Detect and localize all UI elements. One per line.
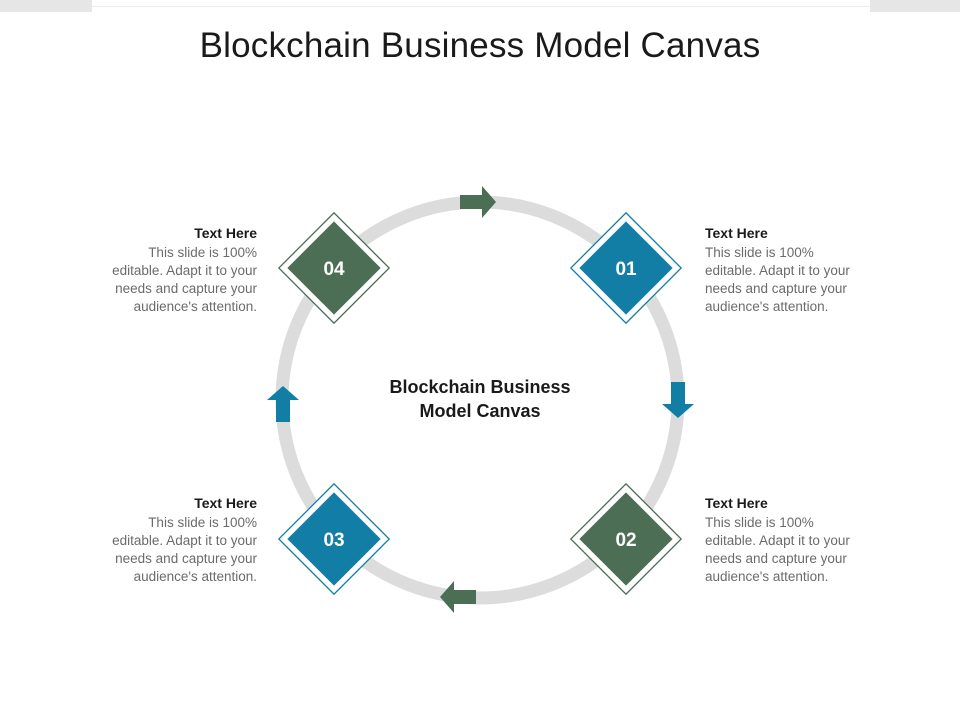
step-01-text-block: Text Here This slide is 100% editable. A… (705, 224, 865, 316)
step-04-number: 04 (323, 259, 345, 280)
slide-title: Blockchain Business Model Canvas (199, 26, 761, 65)
arrow-right-icon (460, 186, 496, 218)
step-04-diamond: 04 (277, 211, 391, 325)
step-04-heading: Text Here (194, 225, 257, 241)
step-03-diamond: 03 (277, 482, 391, 596)
step-02-diamond: 02 (569, 482, 683, 596)
center-label-line1: Blockchain Business (389, 377, 571, 397)
top-left-bar (0, 0, 92, 12)
step-04-text-block: Text Here This slide is 100% editable. A… (97, 224, 257, 316)
arrow-up-icon (267, 386, 299, 422)
step-03-number: 03 (323, 530, 344, 551)
step-03-text-block: Text Here This slide is 100% editable. A… (97, 494, 257, 586)
step-02-heading: Text Here (705, 495, 768, 511)
step-02-number: 02 (615, 530, 636, 551)
top-rule (92, 6, 870, 7)
step-01-description: This slide is 100% editable. Adapt it to… (705, 245, 850, 314)
step-03-description: This slide is 100% editable. Adapt it to… (112, 515, 257, 584)
top-right-bar (870, 0, 960, 12)
step-04-description: This slide is 100% editable. Adapt it to… (112, 245, 257, 314)
step-01-diamond: 01 (569, 211, 683, 325)
arrow-left-icon (440, 581, 476, 613)
step-02-description: This slide is 100% editable. Adapt it to… (705, 515, 850, 584)
step-01-heading: Text Here (705, 225, 768, 241)
center-label: Blockchain Business Model Canvas (340, 375, 620, 423)
step-01-number: 01 (615, 259, 637, 280)
step-02-text-block: Text Here This slide is 100% editable. A… (705, 494, 865, 586)
step-03-heading: Text Here (194, 495, 257, 511)
arrow-down-icon (662, 382, 694, 418)
center-label-line2: Model Canvas (419, 401, 541, 421)
